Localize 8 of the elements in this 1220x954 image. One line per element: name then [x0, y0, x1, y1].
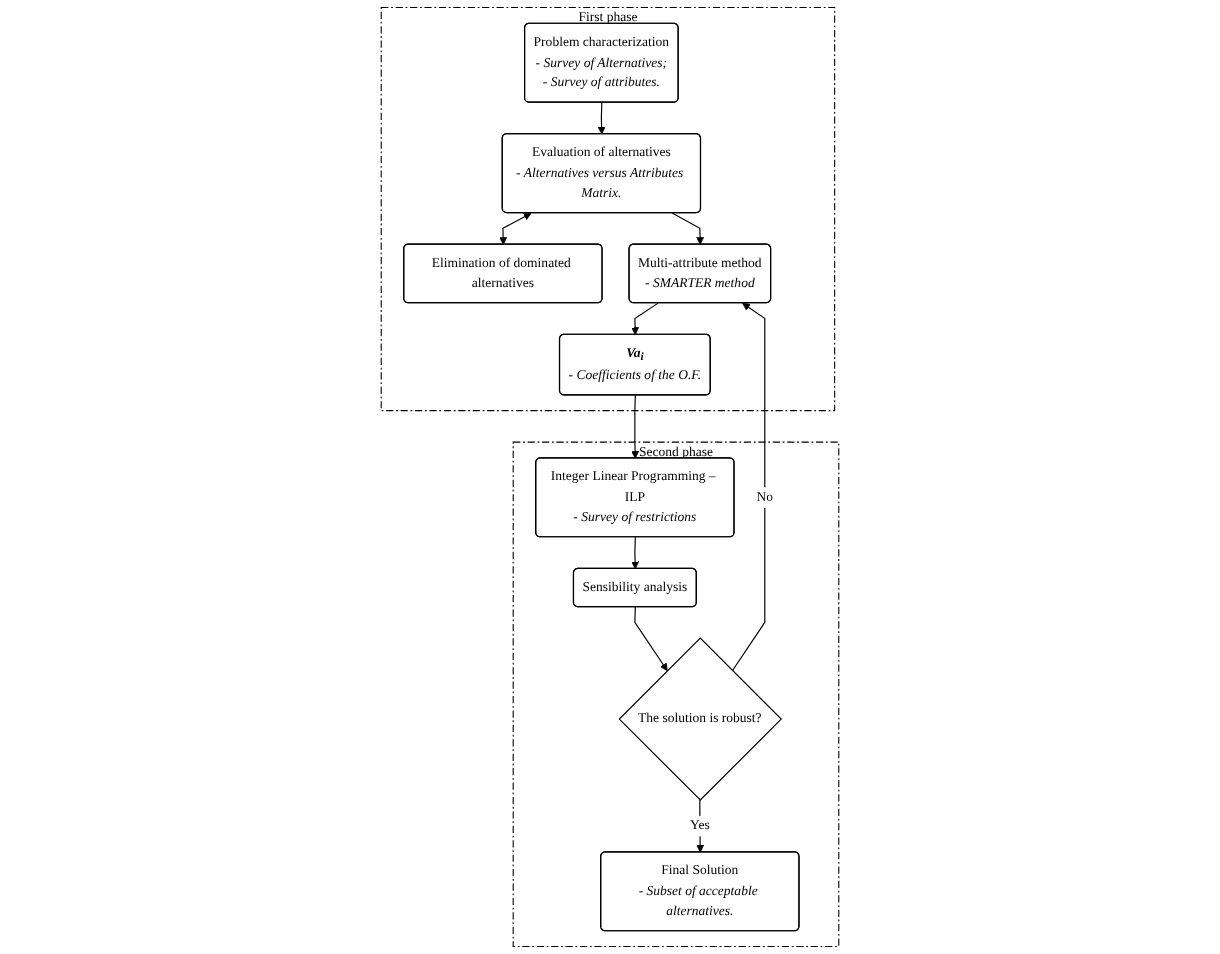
arrow: [631, 302, 659, 336]
arrow: [731, 302, 766, 672]
arrow: [597, 102, 606, 135]
arrow: [631, 536, 640, 570]
arrow: [634, 606, 668, 672]
arrow: [631, 394, 640, 459]
arrow: [671, 212, 705, 245]
arrow: [499, 212, 532, 245]
